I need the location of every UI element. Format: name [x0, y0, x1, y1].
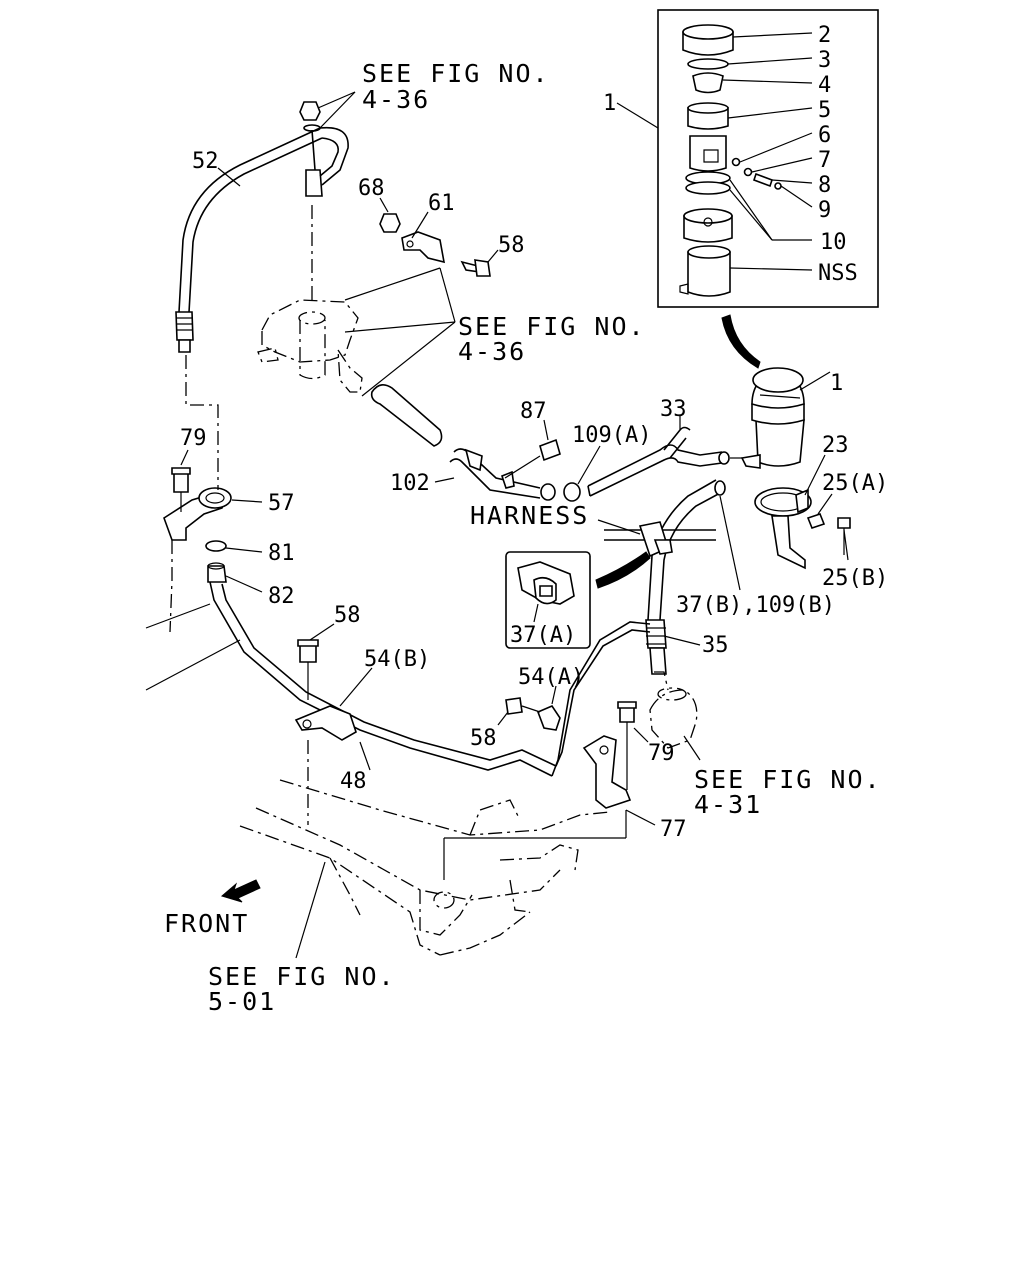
callout-7: 7 — [818, 148, 831, 173]
callout-9: 9 — [818, 198, 831, 223]
callout-87: 87 — [520, 399, 547, 424]
frame-crossmember — [239, 779, 611, 956]
callout-3: 3 — [818, 48, 831, 73]
callout-25a: 25(A) — [822, 471, 888, 496]
front-label: FRONT — [164, 909, 249, 938]
callout-2: 2 — [818, 23, 831, 48]
front-arrow-icon — [220, 879, 261, 903]
callout-58-bot: 58 — [470, 726, 497, 751]
callout-81: 81 — [268, 541, 295, 566]
pump-body — [649, 671, 698, 749]
reservoir-exploded-inset — [657, 9, 879, 308]
callout-33: 33 — [660, 397, 687, 422]
ref-fig-4-36-top-line2: 4-36 — [362, 85, 430, 114]
callout-10: 10 — [820, 230, 847, 255]
callout-79-right: 79 — [648, 741, 675, 766]
callout-37b-109b: 37(B),109(B) — [676, 593, 835, 618]
callout-57: 57 — [268, 491, 295, 516]
left-bracket-57 — [163, 467, 232, 541]
ref-fig-4-36-mid-line1: SEE FIG NO. — [458, 312, 646, 341]
callout-nss: NSS — [818, 261, 858, 286]
callout-1-main: 1 — [830, 371, 843, 396]
callout-82: 82 — [268, 584, 295, 609]
steering-gear-body — [257, 200, 363, 393]
callout-58-mid: 58 — [334, 603, 361, 628]
callout-35: 35 — [702, 633, 729, 658]
pipe-48 — [209, 581, 651, 777]
callout-77: 77 — [660, 817, 687, 842]
callout-25b: 25(B) — [822, 566, 888, 591]
callout-37a: 37(A) — [510, 623, 576, 648]
clip-detail-box — [505, 551, 591, 649]
bracket-23 — [754, 487, 812, 570]
ref-fig-4-36-top-line1: SEE FIG NO. — [362, 59, 550, 88]
callout-5: 5 — [818, 98, 831, 123]
supply-hose-35 — [645, 479, 726, 675]
callout-109a: 109(A) — [572, 423, 651, 448]
clamp-54b — [294, 639, 357, 741]
callout-58-top: 58 — [498, 233, 525, 258]
callout-54a: 54(A) — [518, 665, 584, 690]
harness-label: HARNESS — [470, 501, 589, 530]
callout-54b: 54(B) — [364, 647, 430, 672]
ref-fig-5-01-line2: 5-01 — [208, 987, 276, 1016]
callout-23: 23 — [822, 433, 849, 458]
top-fittings — [299, 101, 323, 197]
callout-48: 48 — [340, 769, 367, 794]
ref-fig-4-31-line2: 4-31 — [694, 790, 762, 819]
bracket-77 — [582, 701, 637, 809]
callout-79-left: 79 — [180, 426, 207, 451]
return-pipe-102 — [449, 448, 556, 501]
detail-arrow — [595, 551, 651, 589]
return-hose-33 — [587, 426, 742, 497]
callout-4: 4 — [818, 73, 831, 98]
inset-arrow — [721, 314, 761, 369]
ref-fig-4-36-mid-line2: 4-36 — [458, 337, 526, 366]
callout-6: 6 — [818, 123, 831, 148]
callout-61: 61 — [428, 191, 455, 216]
callout-102: 102 — [390, 471, 430, 496]
pressure-hose-52 — [175, 126, 349, 353]
callout-8: 8 — [818, 173, 831, 198]
reservoir-tank — [740, 367, 805, 469]
clamp-54a — [505, 697, 561, 731]
callout-68: 68 — [358, 176, 385, 201]
ref-fig-4-31-line1: SEE FIG NO. — [694, 765, 882, 794]
callout-52: 52 — [192, 149, 219, 174]
ref-fig-5-01-line1: SEE FIG NO. — [208, 962, 396, 991]
callout-1-inset: 1 — [603, 91, 616, 116]
harness-clip — [604, 521, 716, 558]
